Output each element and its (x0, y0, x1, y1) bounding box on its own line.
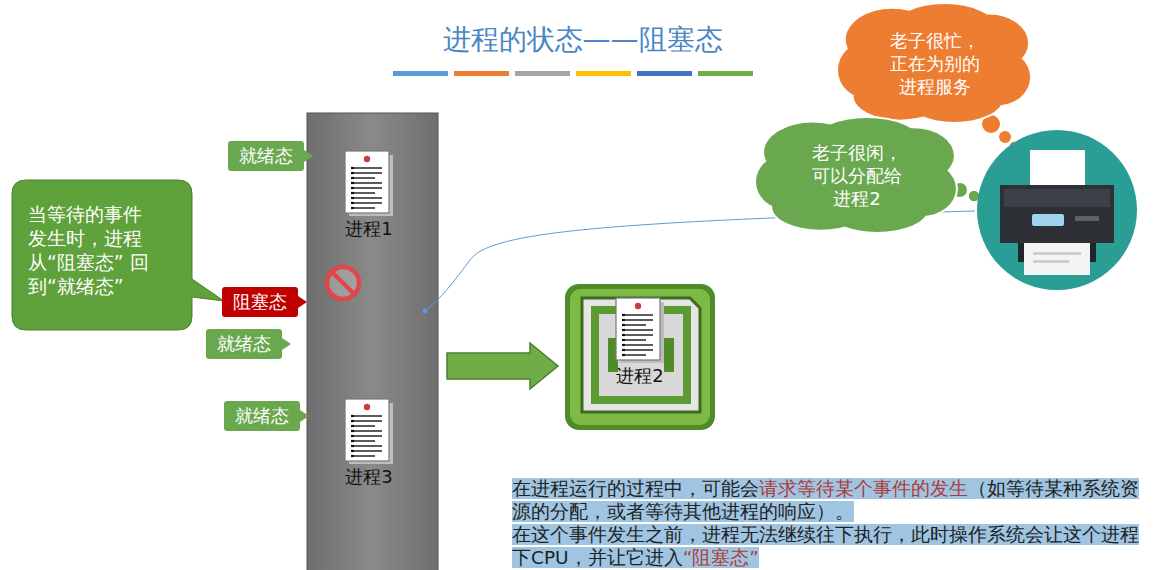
note-text: 在这个事件发生之前，进程无法继续往下执行，此时操作系统会让这个进程下CPU，并让… (512, 524, 1139, 568)
ready-tag: 就绪态 (206, 329, 282, 359)
process-label: 进程1 (333, 218, 405, 240)
blocked-tag: 阻塞态 (222, 287, 298, 317)
cpu-chip (565, 284, 715, 430)
callout-bubble: 当等待的事件 发生时，进程 从“阻塞态” 回到“就绪态” (12, 180, 192, 330)
document-icon (343, 150, 395, 218)
process-label: 进程3 (333, 466, 405, 488)
note-text: 在进程运行的过程中，可能会请求等待某个事件的发生（如等待某种系统资源的分配，或者… (512, 477, 1152, 569)
process-icon: 进程1 (333, 150, 405, 240)
ready-tag: 就绪态 (228, 141, 304, 171)
callout-text: 当等待的事件 发生时，进程 从“阻塞态” 回到“就绪态” (28, 202, 150, 298)
document-icon (614, 297, 666, 365)
printer-icon (977, 130, 1137, 290)
cloud-text: 老子很闲， 可以分配给 进程2 (807, 141, 908, 210)
busy-cloud: 老子很忙， 正在为别的 进程服务 (838, 4, 1032, 122)
note-text: 请求等待某个事件的发生 (759, 478, 968, 499)
tag-text: 阻塞态 (233, 290, 287, 314)
process-icon: 进程3 (333, 398, 405, 488)
document-icon (343, 398, 395, 466)
cloud-text: 老子很忙， 正在为别的 进程服务 (885, 29, 986, 98)
ready-tag: 就绪态 (224, 401, 300, 431)
note-text: 在进程运行的过程中，可能会 (512, 478, 759, 499)
idle-cloud: 老子很闲， 可以分配给 进程2 (756, 118, 958, 232)
process-icon: 进程2 (604, 297, 676, 387)
note-text: “阻塞态” (683, 547, 759, 568)
note-paragraph: 在这个事件发生之前，进程无法继续往下执行，此时操作系统会让这个进程下CPU，并让… (512, 523, 1152, 569)
forbidden-sign (327, 267, 359, 299)
request-dot (423, 309, 428, 314)
process-label: 进程2 (604, 365, 676, 387)
tag-text: 就绪态 (239, 144, 293, 168)
tag-text: 就绪态 (217, 332, 271, 356)
note-paragraph: 在进程运行的过程中，可能会请求等待某个事件的发生（如等待某种系统资源的分配，或者… (512, 477, 1152, 523)
tag-text: 就绪态 (235, 404, 289, 428)
title-bar (393, 71, 753, 76)
dispatch-arrow (447, 343, 558, 389)
ready-queue-band (307, 113, 438, 570)
